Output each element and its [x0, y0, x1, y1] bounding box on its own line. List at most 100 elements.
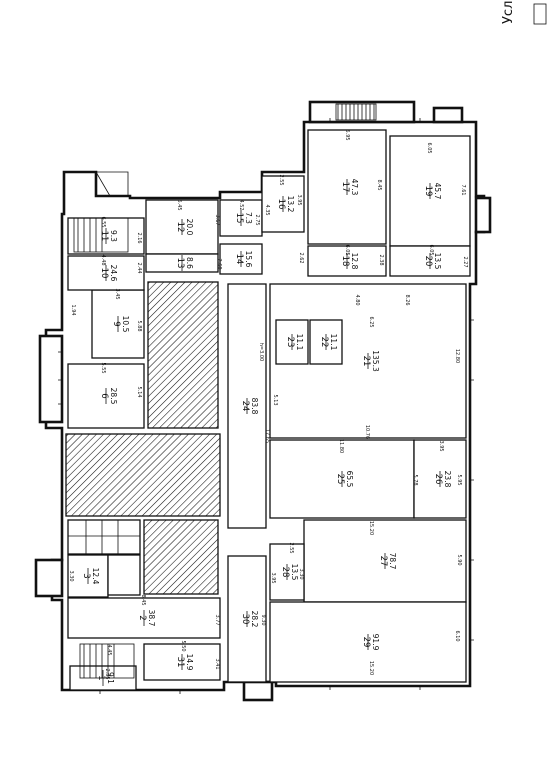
annexes [34, 100, 492, 702]
dimension-label: 3.77 [214, 614, 220, 625]
dimension-label: 17.65 [264, 429, 270, 443]
void-north [147, 281, 219, 429]
void-south [143, 519, 219, 595]
room-area: 78.7 [388, 553, 397, 570]
stairs [73, 217, 135, 679]
dimension-label: 3.95 [438, 440, 444, 451]
east-window-bay [474, 196, 492, 234]
room-area: 10.5 [121, 316, 130, 333]
dimension-label: 2.44 [136, 262, 142, 273]
window-marks [58, 118, 474, 694]
room-number: 28 [280, 567, 290, 578]
dimension-label: 6.05 [426, 142, 432, 153]
sanitary-partitions [68, 520, 140, 554]
dimension-label: 2.62 [298, 252, 304, 263]
room-area: 20.0 [185, 219, 194, 236]
room-area: 65.5 [345, 471, 354, 488]
room-area: 83.8 [250, 398, 259, 415]
room-number: 22 [319, 337, 329, 348]
dimension-label: 5.45 [176, 199, 182, 210]
room-area: 13.5 [433, 253, 442, 270]
room-area: 28.2 [250, 611, 259, 628]
void-middle [65, 433, 221, 517]
west-entrance [34, 558, 64, 598]
dimension-label: 1.94 [70, 304, 76, 315]
dimension-label: h=3.00 [258, 343, 264, 362]
room-number: 26 [433, 474, 443, 485]
dimension-label: 3.45 [114, 288, 120, 299]
dimension-label: 8.45 [376, 179, 382, 190]
room-number: 27 [378, 556, 388, 567]
dimension-label: 3.95 [296, 194, 302, 205]
stair-north [73, 217, 129, 253]
dimension-label: 11.80 [338, 439, 344, 453]
dimension-label: 5.78 [412, 474, 418, 485]
room-area: 12.8 [350, 253, 359, 270]
dimension-label: 2.16 [136, 232, 142, 243]
room-number: 2 [137, 615, 147, 620]
dimension-label: 3.67 [214, 214, 220, 225]
south-entrance [242, 680, 274, 702]
dimension-label: 8.45 [140, 594, 146, 605]
room-area: 15.6 [244, 251, 253, 268]
dimension-label: 3.95 [270, 572, 276, 583]
dimension-label: 3.30 [68, 570, 74, 581]
dimension-label: 5.95 [344, 129, 350, 140]
dimension-label: 12.80 [454, 349, 460, 363]
room-number: 13 [175, 258, 185, 269]
dimension-label: 2.55 [288, 542, 294, 553]
room-area: 14.9 [185, 654, 194, 671]
room-area: 12.4 [91, 568, 100, 585]
room-number: 10 [99, 268, 109, 279]
room-number: 24 [240, 401, 250, 412]
stair-south [79, 643, 135, 679]
room-area: 9.3 [109, 230, 118, 242]
sanitary-rooms [67, 519, 141, 555]
room-number: 30 [240, 614, 250, 625]
dimension-label: 7.61 [460, 184, 466, 195]
room-number: 20 [423, 256, 433, 267]
room-area: 11.1 [295, 334, 304, 351]
dimension-label: 5.95 [456, 474, 462, 485]
room-area: 8.6 [185, 257, 194, 269]
dimension-label: 4.45 [106, 644, 112, 655]
room-number: 15 [234, 213, 244, 224]
dimension-label: 15.20 [368, 661, 374, 675]
room-number: 12 [175, 222, 185, 233]
dimension-label: 2.60 [216, 258, 222, 269]
utility-room [107, 554, 141, 596]
room-number: 31 [175, 657, 185, 668]
dimension-label: 4.80 [354, 294, 360, 305]
stair-north-steps [77, 218, 103, 252]
dimension-label: 15.20 [368, 521, 374, 535]
room-area: 11.1 [329, 334, 338, 351]
north-steps [335, 103, 377, 121]
room-number: 16 [276, 199, 286, 210]
voids [65, 281, 221, 595]
room-number: 17 [340, 182, 350, 193]
dimension-label: 4.52 [238, 199, 244, 210]
room-area: 28.5 [109, 388, 118, 405]
dimension-label: 5.14 [136, 386, 142, 397]
room-area: 91.9 [371, 634, 380, 651]
dimension-label: 4.48 [100, 254, 106, 265]
dimension-label: 5.88 [136, 320, 142, 331]
dimension-label: 3.41 [214, 658, 220, 669]
dimension-label: 5.90 [456, 554, 462, 565]
